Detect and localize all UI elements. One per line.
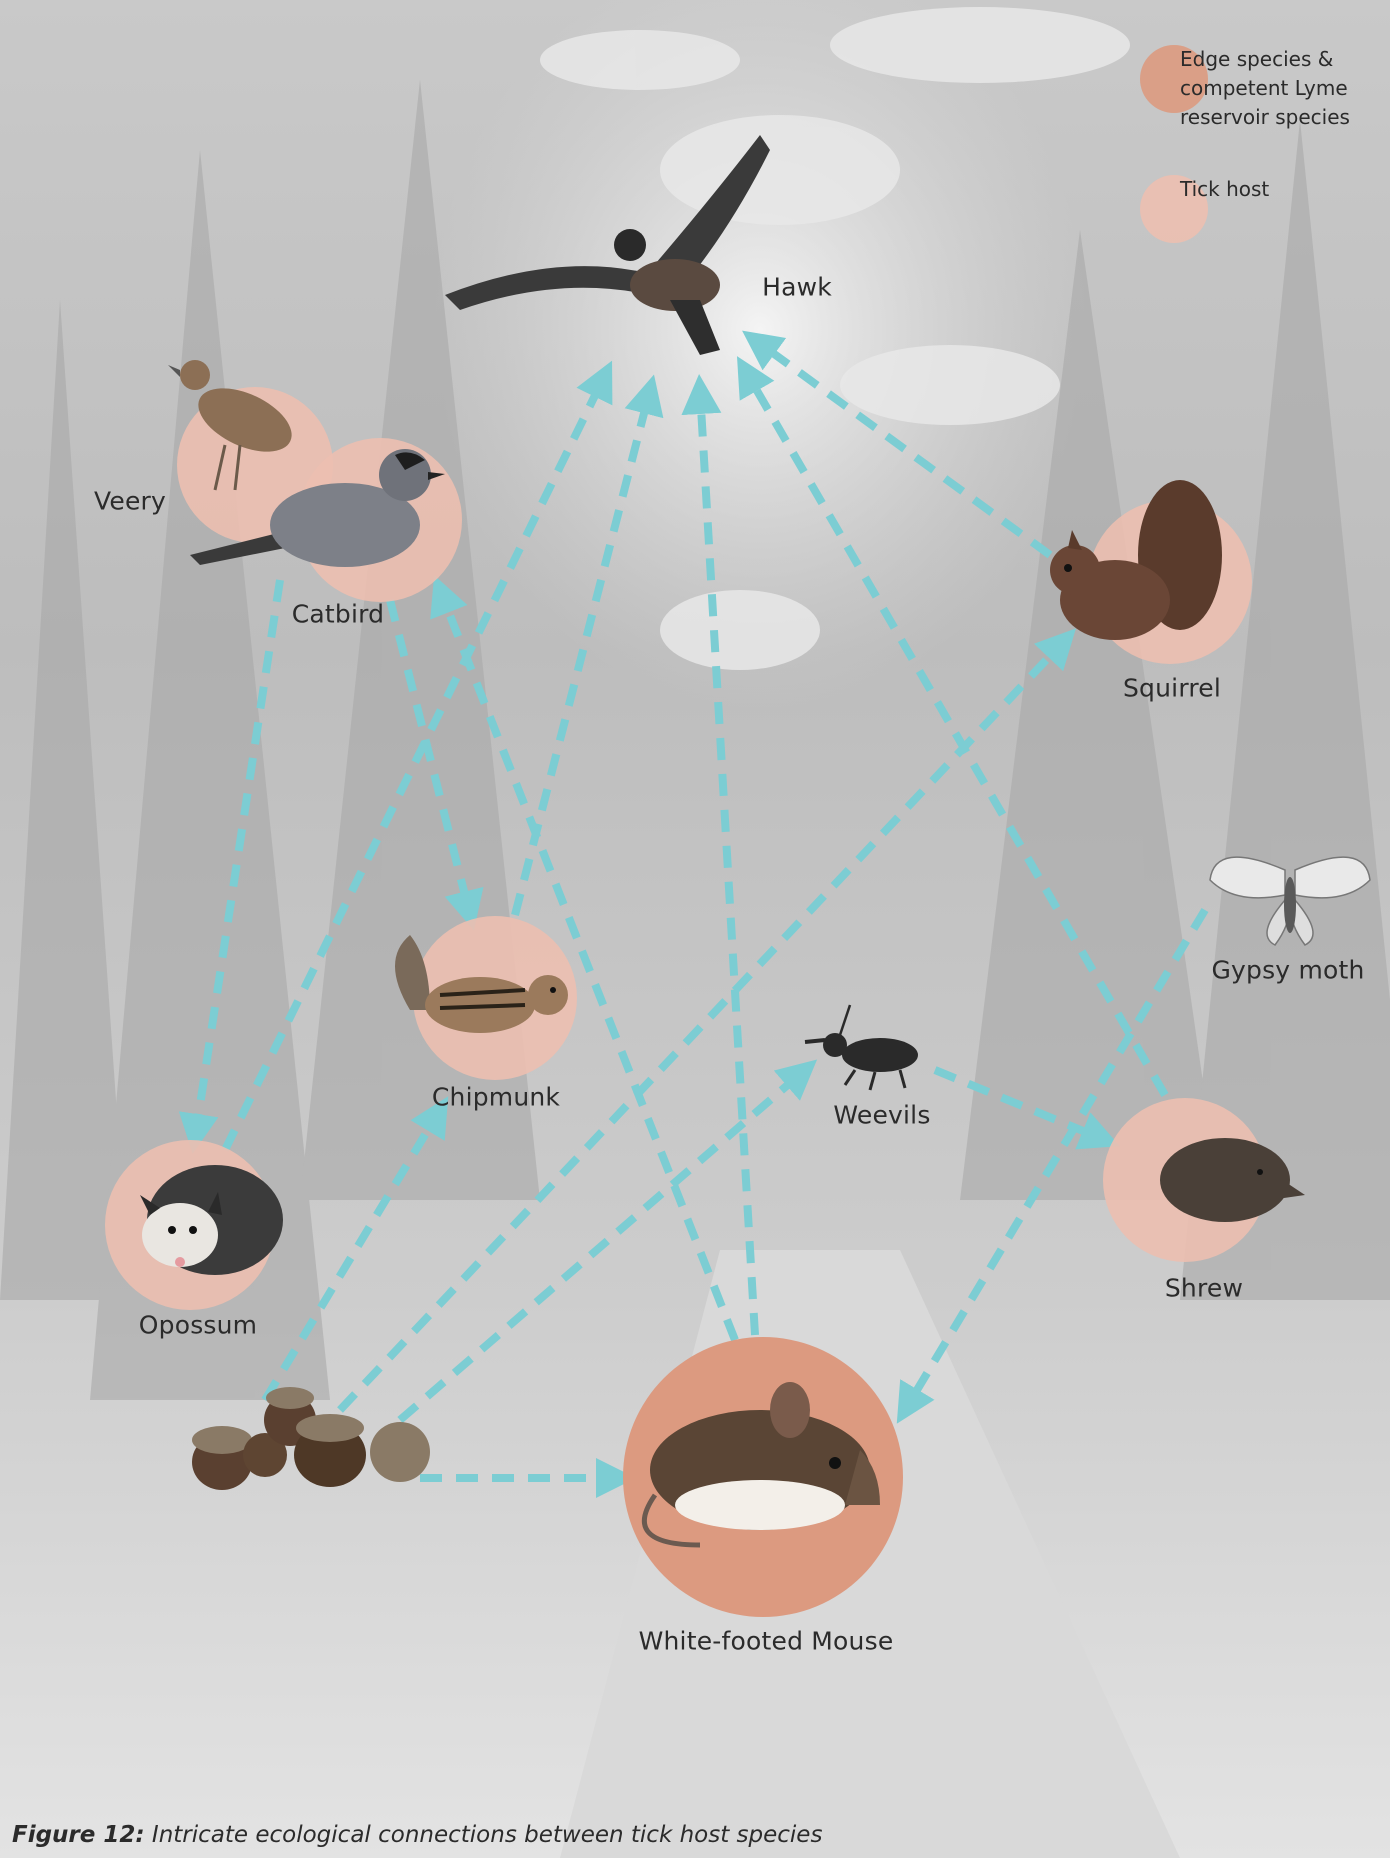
legend-host-text: Tick host xyxy=(1180,175,1385,204)
shrew-label: Shrew xyxy=(1165,1274,1243,1303)
hawk-label: Hawk xyxy=(762,273,832,302)
chipmunk-label: Chipmunk xyxy=(432,1083,560,1112)
figure-number: Figure 12: xyxy=(12,1822,145,1848)
legend-edge-species: Edge species & competent Lyme reservoir … xyxy=(1140,45,1390,105)
figure-caption-text: Intricate ecological connections between… xyxy=(152,1822,823,1848)
veery-label: Veery xyxy=(94,487,166,516)
figure-caption: Figure 12: Intricate ecological connecti… xyxy=(12,1822,822,1848)
legend: Edge species & competent Lyme reservoir … xyxy=(1140,45,1390,235)
gypsy-moth-label: Gypsy moth xyxy=(1211,956,1364,985)
legend-tick-host: Tick host xyxy=(1140,175,1390,235)
mouse-label: White-footed Mouse xyxy=(639,1627,894,1656)
legend-edge-text: Edge species & competent Lyme reservoir … xyxy=(1180,45,1385,132)
squirrel-label: Squirrel xyxy=(1123,674,1221,703)
catbird-label: Catbird xyxy=(292,600,385,629)
weevils-label: Weevils xyxy=(833,1101,930,1130)
opossum-label: Opossum xyxy=(139,1311,258,1340)
